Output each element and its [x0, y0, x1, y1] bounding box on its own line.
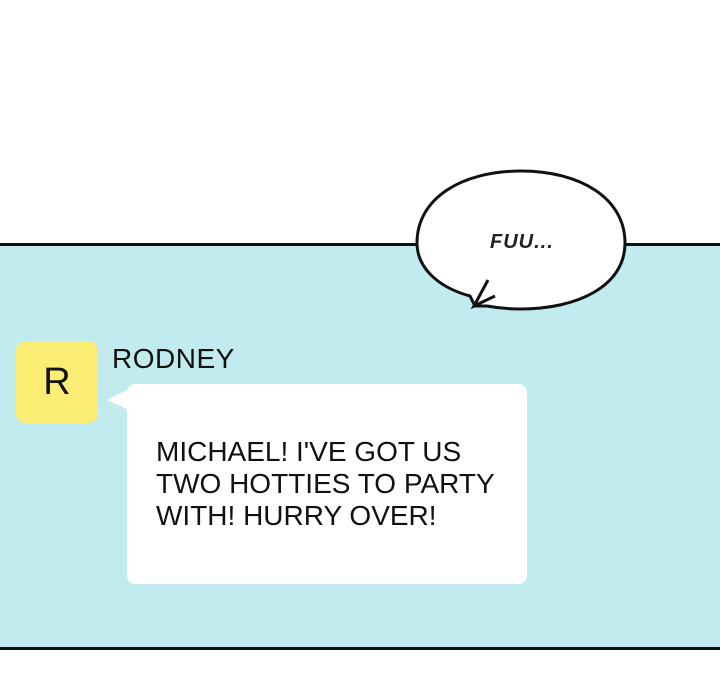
- speech-balloon: [415, 169, 627, 311]
- message-bubble: [127, 384, 527, 584]
- sender-name: RODNEY: [112, 343, 235, 374]
- avatar: R: [16, 341, 98, 423]
- avatar-letter: R: [43, 360, 71, 403]
- message-text: MICHAEL! I'VE GOT US TWO HOTTIES TO PART…: [156, 436, 495, 531]
- balloon-text: FUU...: [490, 231, 554, 253]
